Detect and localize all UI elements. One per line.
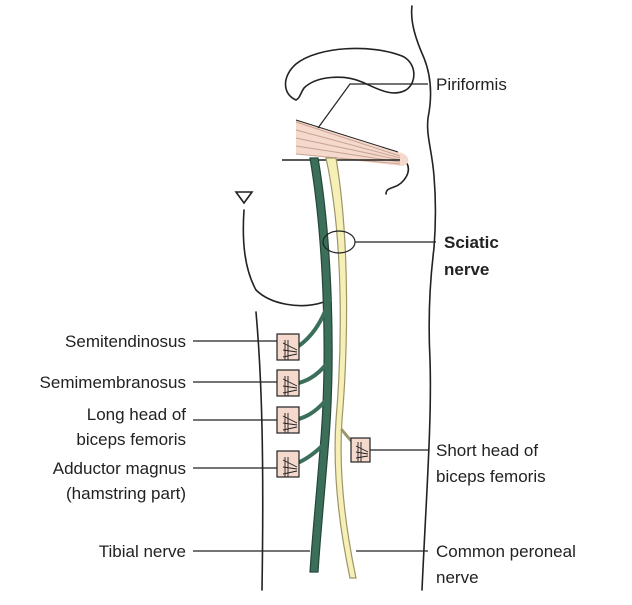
adductor-box	[276, 450, 300, 478]
semitendinosus-box	[276, 333, 300, 361]
piriformis-muscle	[282, 119, 409, 166]
anterior-thigh-outline	[255, 311, 264, 591]
label-sciatic-line1: Sciatic	[444, 233, 499, 252]
label-tibial-nerve: Tibial nerve	[99, 542, 186, 561]
long-head-box	[276, 406, 300, 434]
semimembranosus-box	[276, 369, 300, 397]
label-adductor-line2: (hamstring part)	[66, 484, 186, 503]
gluteal-fold-outline	[242, 209, 325, 307]
short-head-box	[350, 437, 371, 463]
label-long-head-line2: biceps femoris	[76, 430, 186, 449]
label-semitendinosus: Semitendinosus	[65, 332, 186, 351]
leader-lines	[193, 83, 436, 552]
label-piriformis: Piriformis	[436, 75, 507, 94]
label-sciatic-line2: nerve	[444, 260, 489, 279]
muscle-boxes	[276, 333, 371, 478]
common-peroneal-nerve	[325, 157, 357, 579]
leg-outline	[234, 5, 437, 591]
label-long-head-line1: Long head of	[87, 405, 187, 424]
tubercle-marker	[234, 191, 254, 205]
label-semimembranosus: Semimembranosus	[40, 373, 186, 392]
label-common-peroneal-line1: Common peroneal	[436, 542, 576, 561]
label-common-peroneal-line2: nerve	[436, 568, 479, 587]
back-outline	[410, 5, 437, 591]
label-short-head-line1: Short head of	[436, 441, 538, 460]
tibial-nerve	[309, 157, 333, 573]
iliac-crest-outline	[284, 47, 415, 101]
label-adductor-line1: Adductor magnus	[53, 459, 186, 478]
label-short-head-line2: biceps femoris	[436, 467, 546, 486]
